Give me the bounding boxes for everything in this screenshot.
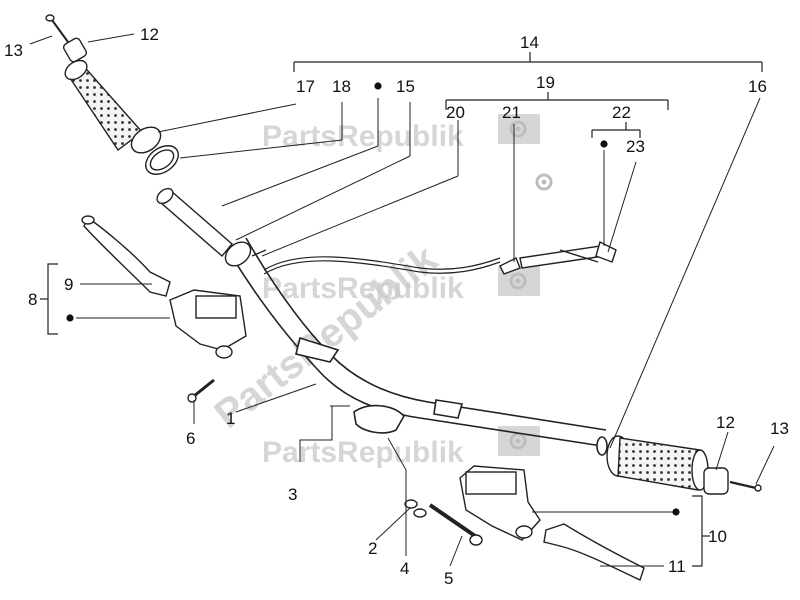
callout-18: 18 (332, 77, 351, 96)
right-grip (606, 435, 762, 495)
right-brake-lever (543, 523, 645, 581)
handlebar (227, 237, 608, 456)
gear-icon (498, 114, 553, 456)
switch-connector (499, 240, 617, 275)
left-master-cylinder (169, 289, 247, 359)
callout-13-top: 13 (4, 41, 23, 60)
watermark-text-3: PartsRepublik (262, 436, 464, 469)
callout-12-top: 12 (140, 25, 159, 44)
callout-labels: 13 12 14 17 18 15 19 16 20 21 22 23 9 8 … (4, 25, 789, 588)
callout-3: 3 (288, 485, 297, 504)
callout-22: 22 (612, 103, 631, 122)
callout-4: 4 (400, 559, 409, 578)
callout-6: 6 (186, 429, 195, 448)
left-brake-lever (81, 215, 171, 297)
callout-9: 9 (64, 275, 73, 294)
callout-2: 2 (368, 539, 377, 558)
watermark-text-2: PartsRepublik (262, 272, 464, 305)
left-grip (45, 14, 179, 175)
throttle-cable (263, 256, 501, 275)
callout-21: 21 (502, 103, 521, 122)
callout-15: 15 (396, 77, 415, 96)
callout-1: 1 (226, 409, 235, 428)
callout-8: 8 (28, 290, 37, 309)
callout-23: 23 (626, 137, 645, 156)
callout-14: 14 (520, 33, 539, 52)
callout-5: 5 (444, 569, 453, 588)
bracket-lines (40, 52, 763, 567)
callout-17: 17 (296, 77, 315, 96)
callout-11: 11 (668, 557, 686, 576)
callout-20: 20 (446, 103, 465, 122)
callout-16: 16 (748, 77, 767, 96)
bullet-dot (66, 82, 680, 516)
callout-19: 19 (536, 73, 555, 92)
washers-bolt (404, 499, 483, 546)
callout-12-right: 12 (716, 413, 735, 432)
callout-13-right: 13 (770, 419, 789, 438)
leader-lines (29, 33, 775, 567)
right-master-cylinder (459, 465, 541, 541)
throttle-tube (156, 187, 267, 267)
callout-10: 10 (708, 527, 727, 546)
watermark-text-1: PartsRepublik (262, 120, 464, 153)
